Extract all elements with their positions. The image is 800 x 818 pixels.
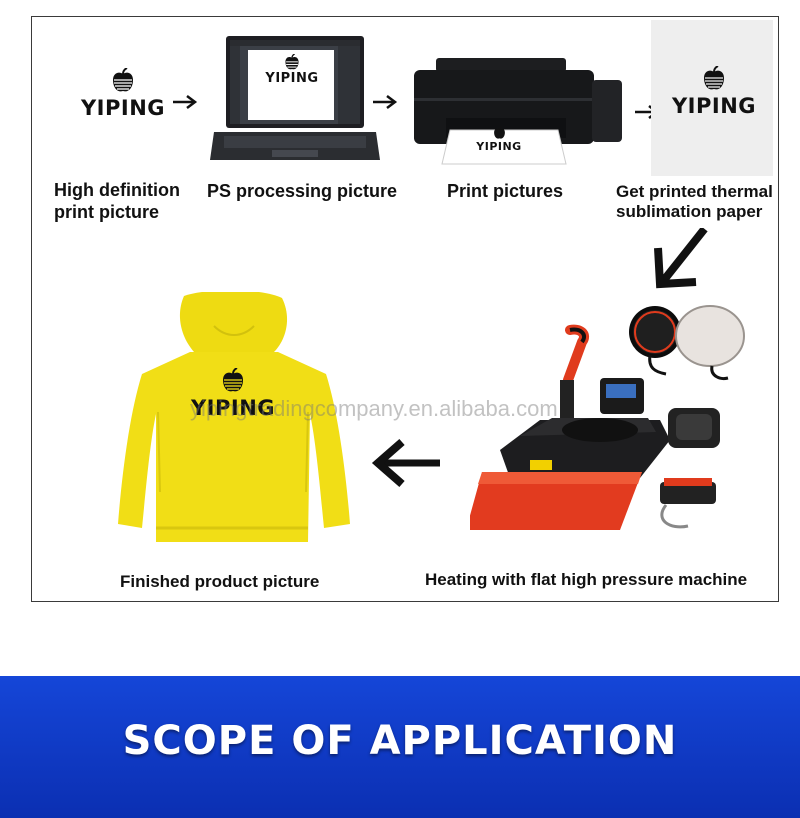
step-1-caption-line1: High definition bbox=[54, 180, 180, 200]
process-frame bbox=[31, 16, 779, 602]
step-2-caption: PS processing picture bbox=[207, 181, 398, 201]
left-arrow-icon bbox=[371, 438, 440, 488]
down-left-arrow-icon bbox=[654, 228, 708, 289]
logo-text: YIPING bbox=[476, 140, 522, 153]
right-arrow-icon bbox=[173, 95, 198, 109]
logo-text: YIPING bbox=[265, 71, 319, 86]
sublimation-paper bbox=[651, 20, 773, 176]
high-definition-logo: YIPING bbox=[78, 68, 168, 120]
printer-icon bbox=[414, 58, 622, 165]
step-4-caption-line1: Get printed thermal bbox=[616, 182, 773, 201]
logo-text: YIPING bbox=[80, 96, 166, 120]
apple-logo-icon bbox=[113, 68, 133, 92]
watermark: yipingtradingcompany.en.alibaba.com bbox=[190, 396, 558, 421]
apple-logo-icon bbox=[704, 66, 724, 90]
apple-logo-icon bbox=[223, 368, 243, 392]
apple-logo-icon bbox=[493, 126, 505, 139]
hoodie-logo: YIPING bbox=[188, 368, 278, 420]
heat-press-icon bbox=[470, 305, 745, 530]
logo-text: YIPING bbox=[671, 94, 757, 118]
step-3-caption: Print pictures bbox=[447, 181, 564, 201]
step-6-caption: Finished product picture bbox=[120, 572, 320, 591]
right-arrow-icon bbox=[373, 95, 398, 109]
logo-text: YIPING bbox=[190, 396, 276, 420]
apple-logo-icon bbox=[285, 54, 299, 70]
step-5-caption: Heating with flat high pressure machine bbox=[425, 570, 748, 589]
step-4-caption-line2: sublimation paper bbox=[616, 202, 763, 222]
section-banner: SCOPE OF APPLICATION bbox=[0, 676, 800, 818]
printer-paper-logo: YIPING bbox=[462, 126, 536, 153]
banner-title: SCOPE OF APPLICATION bbox=[122, 718, 678, 764]
step-1-caption-line2: print picture bbox=[54, 201, 160, 222]
laptop-screen-logo: YIPING bbox=[250, 54, 334, 86]
hoodie-icon bbox=[118, 292, 350, 542]
step-4-caption: Get printed thermal sublimation paper bbox=[616, 182, 773, 223]
step-1-caption: High definition print picture bbox=[54, 180, 180, 223]
paper-logo: YIPING bbox=[664, 66, 764, 118]
laptop-icon bbox=[210, 36, 380, 160]
